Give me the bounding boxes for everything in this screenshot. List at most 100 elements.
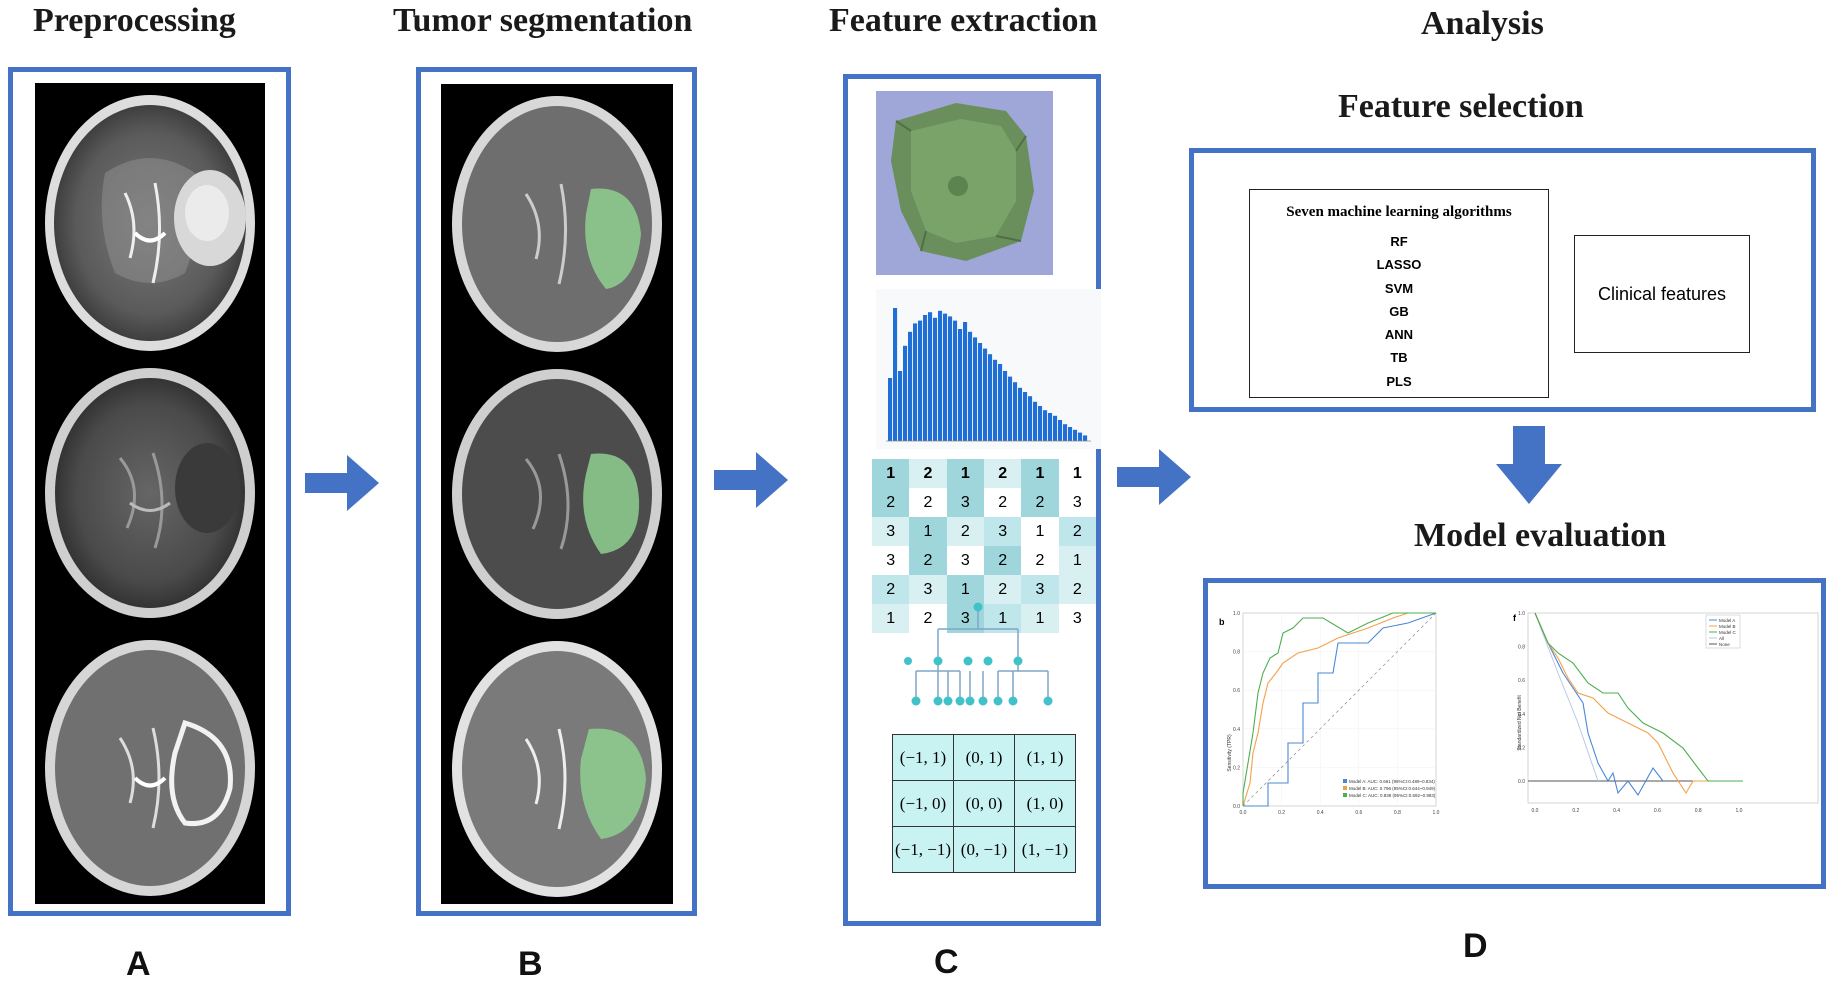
histogram-bar xyxy=(893,308,898,441)
panel-a-frame xyxy=(8,67,291,916)
grid-cell: 2 xyxy=(909,488,947,517)
grid-cell: 2 xyxy=(872,575,910,604)
roc-ylabel: Sensitivity (TPR) xyxy=(1227,734,1233,772)
histogram-bar xyxy=(1033,401,1038,441)
histogram-bar xyxy=(963,322,968,441)
mri-stack-a xyxy=(35,83,265,904)
mri-slices-segmented xyxy=(452,96,662,897)
histogram-bar xyxy=(933,317,938,441)
histogram-bar xyxy=(898,371,903,441)
histogram-bar xyxy=(1013,382,1018,441)
roc-x-tick: 0.2 xyxy=(1278,810,1285,816)
roc-x-tick: 0.4 xyxy=(1317,810,1324,816)
histogram-bar xyxy=(988,354,993,441)
dca-x-tick: 0.0 xyxy=(1532,808,1539,814)
dca-curve-b xyxy=(1534,612,1743,795)
grid-cell: 3 xyxy=(872,546,910,575)
mri-slice-t1 xyxy=(45,368,255,618)
histogram-bar xyxy=(968,331,973,441)
coord-cell: (1, −1) xyxy=(1014,826,1076,873)
dca-y-tick: 0.4 xyxy=(1518,712,1525,718)
histogram-bar xyxy=(1058,420,1063,441)
dca-x-tick: 0.2 xyxy=(1572,808,1579,814)
hierarchy-tree xyxy=(904,602,1053,706)
histogram-bar xyxy=(908,331,913,441)
evaluation-plots: b Sensitivity (TPR) 0.00.00.20.20.40.40.… xyxy=(1219,611,1819,816)
coord-cell: (−1, 0) xyxy=(892,780,954,827)
roc-curve-c xyxy=(1242,612,1436,806)
algorithm-item: GB xyxy=(1389,303,1409,319)
grid-cell: 3 xyxy=(946,488,984,517)
histogram-bar xyxy=(948,316,953,441)
dca-tag: f xyxy=(1513,613,1517,623)
histogram-bar xyxy=(1038,406,1043,441)
neighborhood-coord-grid: (−1, 1)(0, 1)(1, 1)(−1, 0)(0, 0)(1, 0)(−… xyxy=(892,734,1076,873)
tumor-3d-render xyxy=(876,91,1053,275)
roc-curve-a xyxy=(1243,612,1437,807)
dca-y-tick: 1.0 xyxy=(1518,611,1525,617)
panel-letter-d: D xyxy=(1463,927,1488,965)
seg-slice-1 xyxy=(452,96,662,352)
grid-cell: 1 xyxy=(1058,459,1096,488)
histogram-bar xyxy=(953,320,958,441)
histogram-bar xyxy=(928,312,933,441)
seg-slice-2 xyxy=(452,369,662,619)
grid-cell: 2 xyxy=(1058,575,1096,604)
coord-cell: (1, 1) xyxy=(1014,734,1076,781)
dca-curve-a xyxy=(1534,612,1664,797)
heading-segmentation: Tumor segmentation xyxy=(393,2,693,39)
roc-legend-swatch xyxy=(1343,779,1347,783)
dca-legend-label: Model A xyxy=(1719,618,1735,623)
grid-cell: 1 xyxy=(983,604,1022,633)
histogram-bar xyxy=(1063,424,1068,441)
coord-cell: (0, −1) xyxy=(953,826,1015,873)
grid-cell: 3 xyxy=(909,575,947,604)
panel-letter-b: B xyxy=(518,945,543,983)
histogram-bar xyxy=(1068,427,1073,441)
histogram-bar xyxy=(958,329,963,441)
histogram-bar xyxy=(1023,392,1028,441)
roc-x-tick: 0.8 xyxy=(1394,810,1401,816)
grid-cell: 3 xyxy=(1021,575,1059,604)
roc-curve-b xyxy=(1242,612,1436,807)
dca-x-tick: 0.8 xyxy=(1695,808,1702,814)
algorithm-item: SVM xyxy=(1384,280,1414,296)
roc-y-tick: 0.2 xyxy=(1233,765,1240,771)
histogram-bar xyxy=(1053,415,1058,441)
grid-cell: 1 xyxy=(1058,546,1096,575)
grid-cell: 3 xyxy=(983,517,1022,546)
roc-y-tick: 0.0 xyxy=(1233,804,1240,810)
grid-cell: 2 xyxy=(909,459,947,488)
roc-legend-swatch xyxy=(1343,793,1347,797)
histogram xyxy=(876,289,1101,449)
histogram-bar xyxy=(918,320,923,441)
grid-cell: 2 xyxy=(1058,517,1096,546)
grid-cell: 2 xyxy=(909,546,947,575)
roc-legend-label: Model B: AUC: 0.796 (95%CI:0.644~0.949) xyxy=(1349,786,1436,791)
dca-legend-label: None xyxy=(1719,642,1730,647)
grid-cell: 1 xyxy=(1021,517,1059,546)
dca-y-tick: 0.6 xyxy=(1518,678,1525,684)
dca-x-tick: 1.0 xyxy=(1736,808,1743,814)
dca-y-tick: 0.2 xyxy=(1518,745,1525,751)
algorithm-item: LASSO xyxy=(1376,257,1422,273)
algorithm-item: RF xyxy=(1390,234,1408,249)
heading-extraction: Feature extraction xyxy=(829,2,1098,39)
clinical-features-label: Clinical features xyxy=(1597,283,1727,304)
dca-y-tick: 0.0 xyxy=(1518,779,1525,785)
arrow-c-to-d xyxy=(1117,449,1191,505)
histogram-bar xyxy=(1048,413,1053,441)
histogram-bar xyxy=(1073,429,1078,441)
arrow-a-to-b xyxy=(305,455,379,511)
algorithm-item: ANN xyxy=(1384,327,1414,343)
grid-cell: 1 xyxy=(946,459,984,488)
arrow-b-to-c xyxy=(714,452,788,508)
grid-cell: 1 xyxy=(872,459,910,488)
roc-plot: b Sensitivity (TPR) 0.00.00.20.20.40.40.… xyxy=(1219,611,1440,816)
coord-cell: (1, 0) xyxy=(1014,780,1076,827)
